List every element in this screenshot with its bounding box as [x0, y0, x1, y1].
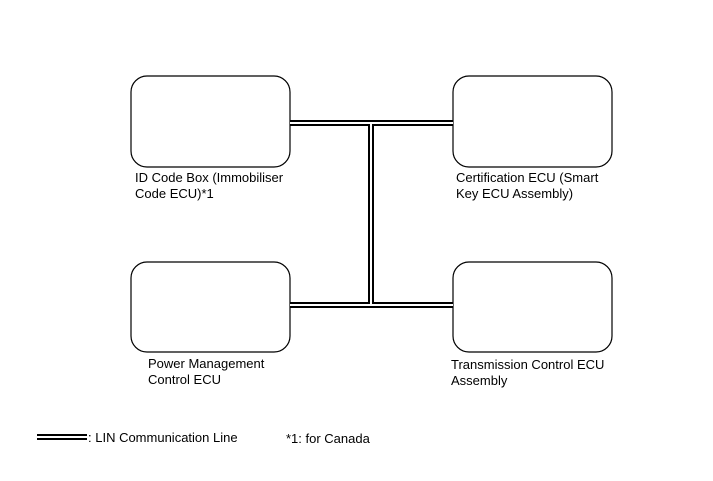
id-code-box-label: ID Code Box (Immobiliser Code ECU)*1 [135, 170, 284, 201]
transmission-control-ecu-label: Transmission Control ECU Assembly [451, 357, 605, 388]
certification-ecu-rect [452, 75, 613, 168]
certification-ecu-label: Certification ECU (Smart Key ECU Assembl… [456, 170, 599, 201]
power-management-ecu-label: Power Management Control ECU [148, 356, 265, 387]
legend-line-label: : LIN Communication Line [88, 430, 238, 445]
transmission-control-ecu-rect [452, 261, 613, 353]
power-management-ecu-rect [130, 261, 291, 353]
footnote-text: *1: for Canada [286, 431, 370, 446]
lin-bus [290, 120, 453, 308]
id-code-box-rect [130, 75, 291, 168]
